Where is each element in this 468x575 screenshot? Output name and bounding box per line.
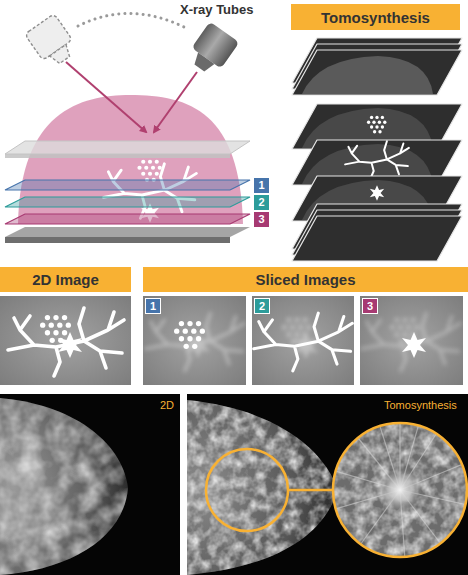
slice-stack-part: [345, 141, 409, 178]
header-text: Tomosynthesis: [321, 10, 430, 25]
slice-image-part: [362, 313, 461, 371]
zoom-lens-part-part: [330, 420, 468, 560]
slice-image: [143, 296, 463, 385]
mammogram-2d-part: [0, 398, 128, 575]
slice-number: 1: [254, 178, 269, 193]
image-2d-part: [0, 296, 131, 385]
xray-beam-part: [154, 72, 197, 132]
slice-image-part: [254, 313, 353, 371]
slice-stack-part: [292, 50, 462, 95]
slice-number: 1: [145, 298, 161, 314]
mammogram-2d-part: [0, 398, 128, 575]
xray-tube-part: [191, 52, 214, 73]
callout-number: 1: [150, 301, 156, 312]
callout-number: 3: [258, 214, 264, 225]
xray-tube-ghost-part: [50, 44, 73, 65]
zoom-lens-part: [333, 423, 467, 557]
slice-stack-part: [367, 116, 387, 134]
header-band: Sliced Images: [143, 267, 468, 292]
slice-plane-part: [5, 197, 250, 207]
slice-image-part-part: [146, 313, 245, 371]
image-2d-part: [58, 332, 82, 358]
mammogram-2d-part: [0, 394, 180, 575]
compression-plate-part: [5, 237, 230, 243]
slice-plane-part: [5, 214, 250, 224]
slice-image-part: [143, 296, 246, 385]
slice-image-part-part: [186, 332, 210, 358]
mammogram-tomosynthesis-part: [187, 400, 338, 575]
header-band: Tomosynthesis: [291, 4, 460, 30]
slice-number: 2: [254, 298, 270, 314]
slice-stack: [292, 38, 462, 261]
xray-tube-ghost: [25, 14, 80, 71]
slice-stack-part: [302, 56, 433, 94]
compression-plate-part: [5, 227, 250, 237]
callout-number: 2: [259, 301, 265, 312]
zoom-lens-part-part: [378, 468, 422, 512]
image-2d-part: [40, 315, 71, 343]
callout-number: 3: [367, 301, 373, 312]
callout-number: 1: [258, 180, 264, 191]
slice-number: 2: [254, 195, 269, 210]
mammogram-tomosynthesis-part: [288, 489, 333, 492]
image-2d-part: [8, 308, 124, 376]
slice-plane: [5, 180, 250, 224]
zoom-lens-part: [330, 420, 468, 560]
zoom-lens-part-part: [330, 420, 468, 560]
compression-plate-part: [5, 154, 230, 158]
slice-image-part: [174, 321, 205, 349]
header-text: Sliced Images: [255, 272, 355, 287]
slice-number: 3: [362, 298, 378, 314]
xray-path-part: [78, 13, 186, 28]
slice-number: 3: [254, 212, 269, 227]
zoom-lens-part-part: [332, 420, 468, 560]
compression-plate-part: [5, 141, 250, 154]
slice-stack-part: [370, 185, 384, 201]
xray-path: [78, 13, 186, 28]
xray-beam: [66, 62, 197, 132]
part-label: X-ray Tubes: [180, 3, 253, 18]
xray-tube: [185, 22, 240, 79]
image-2d: [0, 296, 131, 385]
slice-image-part: [146, 313, 245, 371]
slice-image-part-part: [362, 313, 461, 371]
slice-image-part: [402, 332, 426, 358]
slice-image-part: [282, 318, 318, 359]
header-band: 2D Image: [0, 267, 131, 292]
slice-image-part: [252, 296, 354, 385]
zoom-lens: [330, 420, 468, 560]
callout-number: 2: [258, 197, 264, 208]
slice-stack-part: [292, 216, 462, 261]
image-label: 2D: [160, 399, 174, 412]
mammogram-2d: [0, 394, 180, 575]
mammogram-tomosynthesis-part: [206, 449, 288, 531]
slice-image-part: [360, 296, 463, 385]
header-text: 2D Image: [32, 272, 99, 287]
mammogram-tomosynthesis-part: [187, 400, 338, 575]
breast-compressed-part: [137, 160, 161, 182]
slice-plane-part: [5, 180, 250, 190]
xray-beam-part: [66, 62, 146, 132]
image-label: Tomosynthesis: [384, 399, 457, 412]
compression-plate: [5, 141, 250, 243]
